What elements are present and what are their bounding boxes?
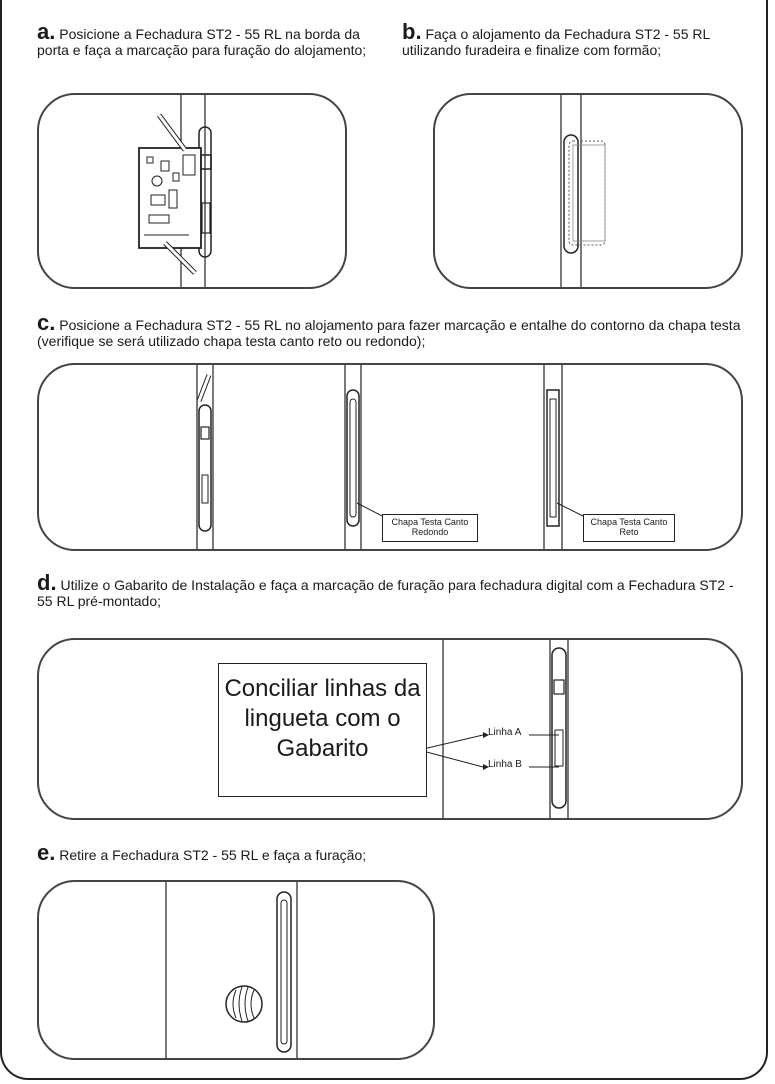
step-e-instruction: Retire a Fechadura ST2 - 55 RL e faça a … xyxy=(59,847,367,863)
callout-rounded-faceplate: Chapa Testa Canto Redondo xyxy=(382,514,478,542)
callout-square-faceplate: Chapa Testa Canto Reto xyxy=(583,514,675,542)
step-b-instruction: Faça o alojamento da Fechadura ST2 - 55 … xyxy=(402,26,710,58)
step-d-letter: d. xyxy=(37,570,57,595)
step-c-letter: c. xyxy=(37,310,56,335)
step-a-text: a. Posicione a Fechadura ST2 - 55 RL na … xyxy=(37,21,377,59)
step-e-letter: e. xyxy=(37,840,56,865)
step-c-text: c. Posicione a Fechadura ST2 - 55 RL no … xyxy=(37,312,747,350)
line-a-label: Linha A xyxy=(488,727,522,738)
step-a-illustration xyxy=(37,93,347,289)
step-e-illustration xyxy=(37,880,435,1060)
step-a-instruction: Posicione a Fechadura ST2 - 55 RL na bor… xyxy=(37,26,367,58)
step-b-illustration xyxy=(433,93,743,289)
step-b-text: b. Faça o alojamento da Fechadura ST2 - … xyxy=(402,21,762,59)
step-b-letter: b. xyxy=(402,19,422,44)
step-c-instruction: Posicione a Fechadura ST2 - 55 RL no alo… xyxy=(37,317,741,349)
step-a-letter: a. xyxy=(37,19,56,44)
step-d-instruction: Utilize o Gabarito de Instalação e faça … xyxy=(37,577,734,609)
step-d-text: d. Utilize o Gabarito de Instalação e fa… xyxy=(37,572,747,610)
template-note: Conciliar linhas da lingueta com o Gabar… xyxy=(218,663,427,797)
step-e-text: e. Retire a Fechadura ST2 - 55 RL e faça… xyxy=(37,842,637,864)
line-b-label: Linha B xyxy=(488,759,522,770)
